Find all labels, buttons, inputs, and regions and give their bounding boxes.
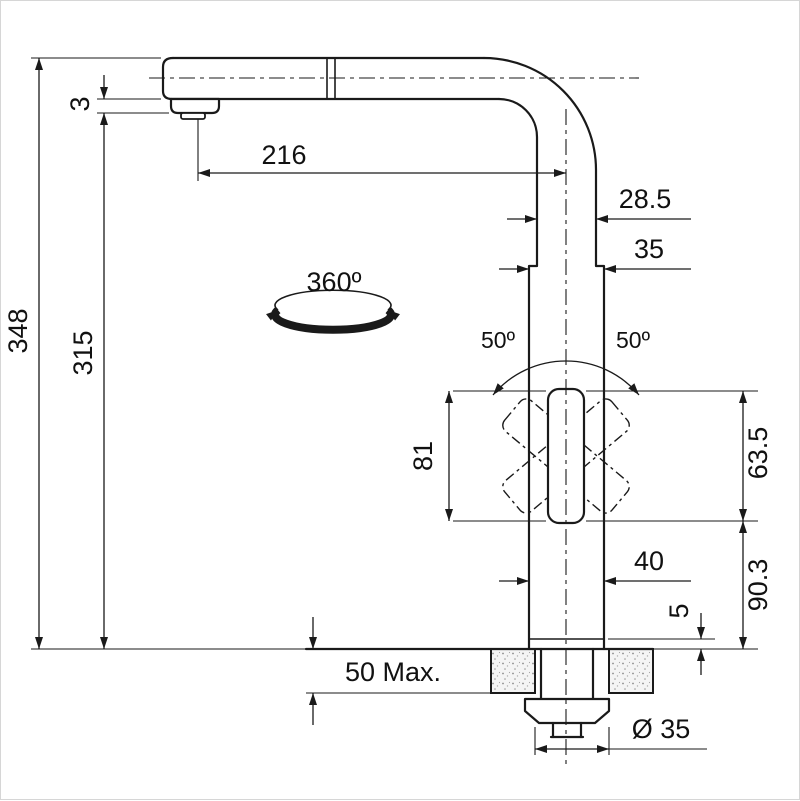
mounting-hardware: [523, 647, 611, 739]
swivel-angle-label: 360º: [307, 267, 362, 297]
swivel-symbol: [266, 289, 400, 334]
handle-swing-arc-right: [565, 360, 640, 396]
handle-swing-right-label: 50º: [616, 327, 651, 353]
counter-block-left: [490, 648, 536, 694]
handle-lower-height-label: 90.3: [743, 559, 773, 612]
dimensions: [31, 57, 758, 755]
upper-tube-width-label: 28.5: [619, 184, 672, 214]
handle-swing-arc-left: [492, 360, 567, 396]
total-height-label: 348: [3, 308, 33, 353]
counter-block-right: [608, 648, 654, 694]
faucet-body: [161, 56, 606, 651]
handle-group: [492, 360, 640, 525]
spout-bottom-line: [161, 56, 501, 101]
mounting-nut: [523, 697, 611, 725]
rotation-arrow: [266, 306, 400, 334]
base-clearance-label: 5: [664, 603, 694, 618]
mounting-hole-diameter-label: Ø 35: [632, 714, 691, 744]
max-counter-thickness-label: 50 Max.: [345, 657, 441, 687]
handle-upper-height-label: 63.5: [743, 427, 773, 480]
handle-length-label: 81: [408, 441, 438, 471]
aerator-offset-label: 3: [65, 96, 95, 111]
base-width-label: 40: [634, 546, 664, 576]
aerator-tip: [180, 112, 206, 120]
handle-swing-left-label: 50º: [481, 327, 516, 353]
spout-reach-label: 216: [261, 140, 306, 170]
countertop-section: [304, 647, 655, 694]
tube-width-label: 35: [634, 234, 664, 264]
swivel-ring-back: [274, 289, 392, 311]
dimension-labels: 348 315 3 216 28.5 35 360º 50º 50º 81 63…: [3, 96, 773, 744]
spout-outer-edge: [482, 56, 606, 651]
outlet-height-label: 315: [68, 330, 98, 375]
spout-inner-edge: [497, 97, 539, 651]
pullout-head: [169, 97, 221, 115]
